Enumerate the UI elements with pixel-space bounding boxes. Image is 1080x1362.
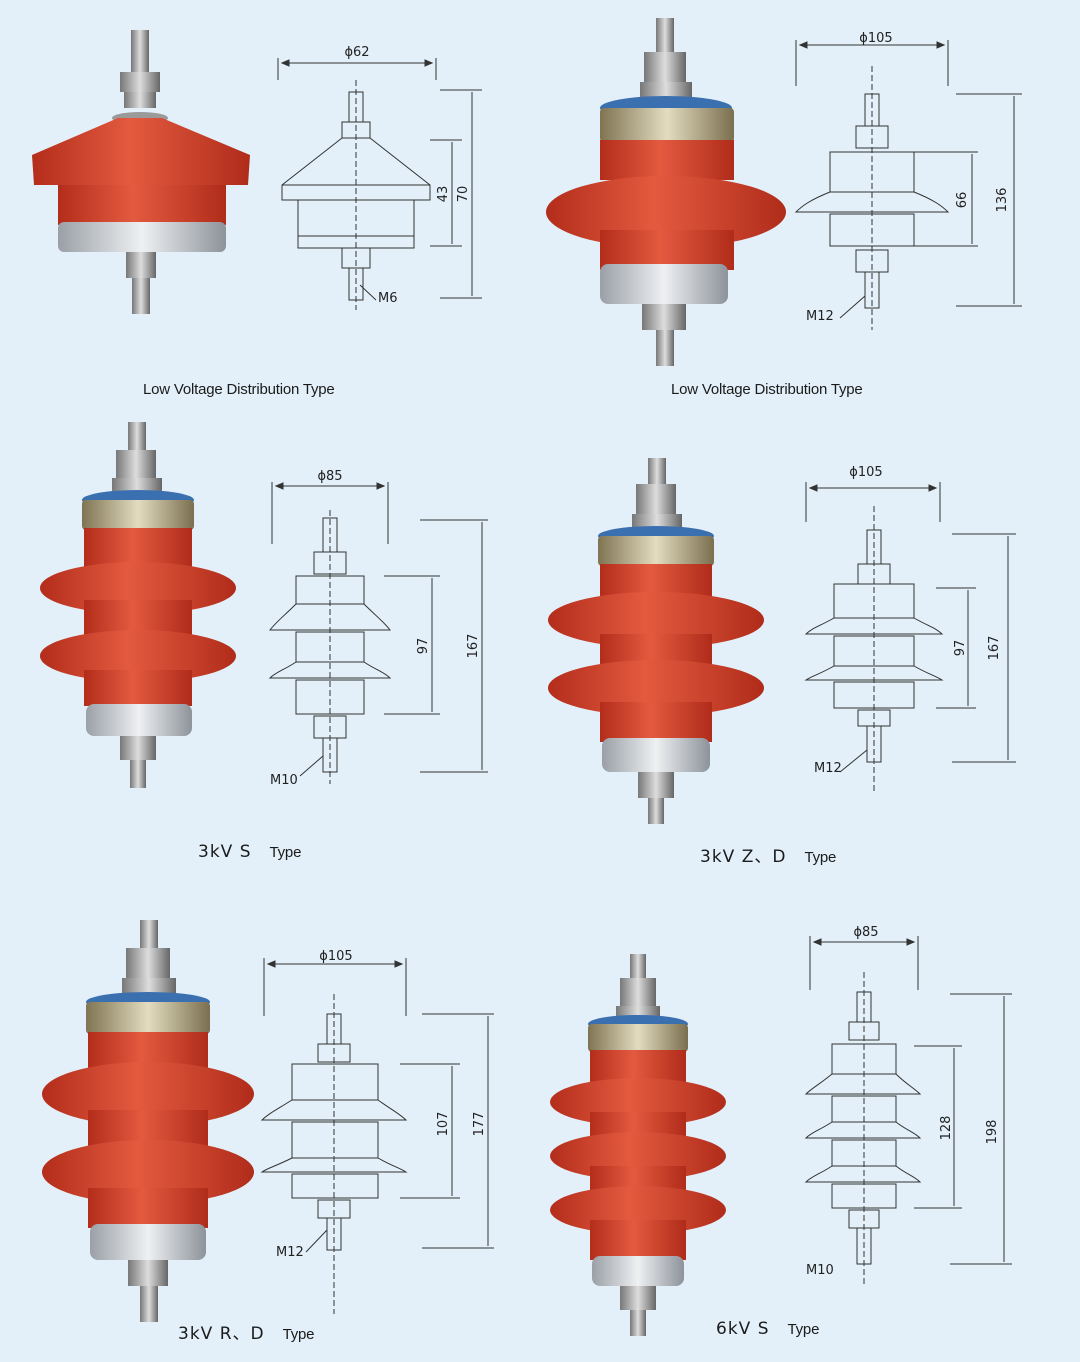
caption-type: Low Voltage Distribution Type [143, 381, 335, 398]
arrester-lv2-drawing: ϕ105 66 136 M12 [546, 18, 1022, 366]
thread-label: M10 [270, 773, 298, 788]
caption-model: 3kV R、D [178, 1324, 265, 1344]
inner-height-label: 107 [436, 1112, 451, 1137]
thread-label: M6 [378, 291, 398, 306]
inner-height-label: 97 [953, 640, 968, 657]
product-caption: 3kV S Type [198, 842, 301, 862]
diameter-label: ϕ62 [344, 45, 369, 60]
caption-type: Type [804, 849, 837, 866]
diameter-label: ϕ105 [849, 465, 882, 480]
arrester-3kv-rd-drawing: ϕ105 107 177 M12 [42, 920, 494, 1322]
total-height-label: 177 [472, 1112, 487, 1137]
arrester-photo [42, 920, 254, 1322]
dimension-drawing [794, 40, 1022, 330]
product-lv2: ϕ105 66 136 M12 Low Voltage Distribution… [540, 0, 1080, 420]
thread-label: M10 [806, 1263, 834, 1278]
caption-model: 3kV S [198, 842, 252, 862]
dimension-drawing [260, 958, 494, 1314]
product-6kv-s: ϕ85 128 198 M10 6kV S Type [540, 880, 1080, 1357]
inner-height-label: 66 [955, 192, 970, 209]
arrester-photo [40, 422, 236, 788]
dimension-drawing [804, 936, 1012, 1284]
thread-label: M12 [814, 761, 842, 776]
caption-type: Type [787, 1321, 820, 1338]
arrester-photo [548, 458, 764, 824]
caption-type: Type [282, 1326, 315, 1343]
thread-label: M12 [806, 309, 834, 324]
product-caption: Low Voltage Distribution Type [671, 381, 863, 398]
arrester-3kv-s-drawing: ϕ85 97 167 M10 [40, 422, 488, 788]
inner-height-label: 43 [436, 186, 451, 203]
diameter-label: ϕ85 [317, 469, 342, 484]
product-3kv-s: ϕ85 97 167 M10 3kV S Type [0, 420, 540, 880]
dimension-drawing [277, 58, 482, 310]
inner-height-label: 128 [939, 1116, 954, 1141]
total-height-label: 136 [995, 188, 1010, 213]
total-height-label: 167 [466, 634, 481, 659]
arrester-lv1-drawing: ϕ62 43 70 M6 [32, 30, 482, 314]
caption-model: 6kV S [716, 1319, 770, 1339]
product-caption: 6kV S Type [716, 1319, 819, 1339]
arrester-photo [32, 30, 250, 314]
arrester-6kv-s-drawing: ϕ85 128 198 M10 [550, 925, 1012, 1336]
diameter-label: ϕ105 [859, 31, 892, 46]
total-height-label: 167 [987, 636, 1002, 661]
caption-type: Type [269, 844, 302, 861]
product-caption: 3kV R、D Type [178, 1319, 315, 1344]
caption-model: 3kV Z、D [700, 847, 787, 867]
product-3kv-zd: ϕ105 97 167 M12 3kV Z、D Type [540, 420, 1080, 880]
arrester-photo [546, 18, 786, 366]
total-height-label: 70 [456, 186, 471, 203]
arrester-photo [550, 954, 726, 1336]
product-3kv-rd: ϕ105 107 177 M12 3kV R、D Type [0, 880, 540, 1357]
product-caption: 3kV Z、D Type [700, 842, 836, 867]
thread-label: M12 [276, 1245, 304, 1260]
caption-type: Low Voltage Distribution Type [671, 381, 863, 398]
diameter-label: ϕ105 [319, 949, 352, 964]
product-caption: Low Voltage Distribution Type [143, 381, 335, 398]
product-lv1: ϕ62 43 70 M6 Low Voltage Distribution Ty… [0, 0, 540, 420]
inner-height-label: 97 [416, 638, 431, 655]
arrester-3kv-zd-drawing: ϕ105 97 167 M12 [548, 458, 1016, 824]
dimension-drawing [268, 482, 488, 784]
total-height-label: 198 [985, 1120, 1000, 1145]
diameter-label: ϕ85 [853, 925, 878, 940]
dimension-drawing [804, 482, 1016, 792]
